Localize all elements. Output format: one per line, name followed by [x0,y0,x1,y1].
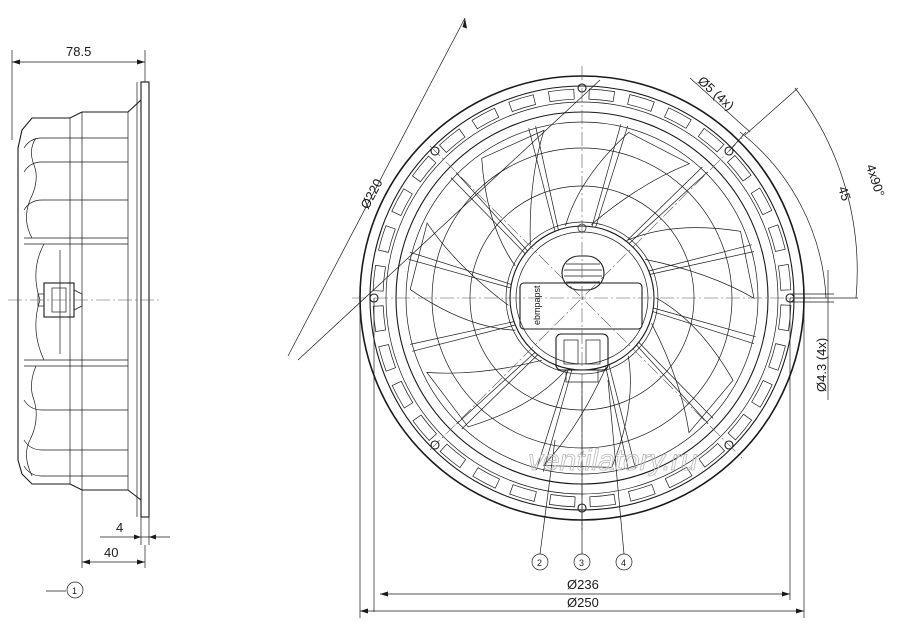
label-plate [519,282,643,330]
callout-2-label: 2 [537,558,542,568]
ring-slot [508,94,536,113]
ring-slots [372,88,792,508]
fan-blade [651,297,734,434]
ring-slot [378,225,396,253]
ring-slot [627,94,655,112]
ring-slot [727,155,752,182]
dim-hole-side-label: Ø4.3 (4x) [814,338,829,392]
ring-slot [391,188,413,216]
ring-slot [778,304,792,332]
callout-3-circle [573,553,591,571]
callout-3-label: 3 [579,558,584,568]
dim-diameter-236-label: Ø236 [567,577,599,592]
side-flange [140,81,150,518]
side-guard-bars [23,137,128,477]
guard-spoke [461,354,538,430]
side-view: 78.5 4 40 1 [8,44,170,599]
guard-spoke [626,166,703,242]
guard-spoke [652,311,755,345]
dim-diameter-250-label: Ø250 [567,595,599,610]
guard-spoke [653,307,756,338]
ring-slot [372,264,386,292]
ring-slot [391,380,414,409]
ring-slot [697,127,725,153]
side-housing [17,99,142,501]
ring-slot [439,128,466,153]
brand-label: ebmpapst [532,285,542,325]
ring-slot [439,443,467,469]
guard-spoke [456,352,536,425]
callout-4-label: 4 [621,558,626,568]
ring-slot [727,413,753,441]
ring-slot [378,344,397,372]
ring-slot [547,88,575,103]
ring-slot [588,88,616,102]
callout-2-circle [531,553,549,571]
fan-blade [409,222,516,331]
ring-slot [509,484,537,502]
guard-spoke [608,364,636,468]
dim-angle-45-label: 45 [835,184,854,202]
ring-slot [698,443,725,468]
fan-blade [426,359,566,428]
ring-slot [411,155,437,183]
dim-depth-label: 78.5 [66,44,91,59]
guard-spoke [648,244,752,272]
guard-spoke [410,321,515,345]
ring-slot [412,414,437,441]
dim-hole-top-label: Ø5 (4x) [695,73,737,113]
guard-spoke [535,368,569,471]
front-view: ebmpapst [287,17,888,618]
callout-4-circle [615,553,633,571]
guard-spoke [542,369,573,472]
guard-spoke [628,171,708,244]
ring-slot [664,466,693,489]
ring-slot [750,187,773,216]
guard-spoke [528,128,556,232]
guard-spoke [595,125,629,228]
ring-slot [777,263,792,291]
hub-vent [561,255,605,291]
guard-spoke [591,124,622,227]
ring-slot [767,224,786,252]
dim-flange-thickness-label: 4 [116,520,123,535]
dim-mount-offset-label: 40 [104,545,118,560]
fan-blade [627,227,755,299]
watermark: ventilatory.ru [528,444,698,477]
ring-slot [472,467,500,489]
dim-angle-4x90-label: 4x90° [863,162,888,198]
fan-blade [565,131,691,226]
guard-spoke [409,251,512,285]
fan-blade [542,355,631,468]
ring-slot [664,107,692,129]
ring-slot [768,343,786,371]
dim-diameter-220-label: Ø220 [357,176,385,211]
guard-spoke [605,365,629,470]
guard-spoke [408,258,511,289]
guard-spoke [649,251,754,275]
guard-spoke [455,172,528,252]
guard-spoke [412,324,516,352]
fan-blades [409,129,755,468]
ring-slot [471,107,500,130]
ring-slot [628,483,656,502]
ring-slot [372,305,387,333]
guard-spoke [450,177,526,254]
callout-1-label: 1 [72,586,77,596]
fan-blade [481,129,545,267]
guard-spoke [636,344,709,424]
ring-slot [548,494,576,508]
callout-1-circle [66,581,84,599]
ring-slot [751,380,773,408]
ring-slot [589,493,617,508]
guard-spoke [535,126,559,231]
